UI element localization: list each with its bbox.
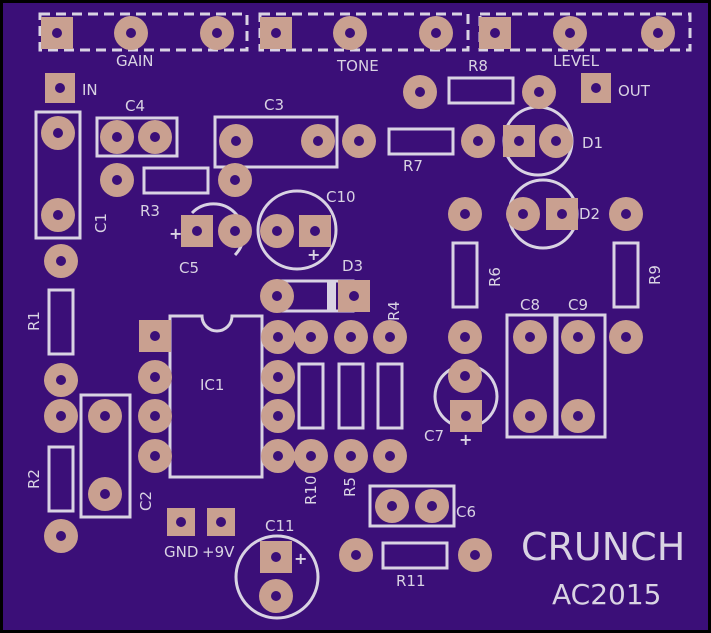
r8-label: R8 bbox=[468, 57, 488, 75]
r6-label: R6 bbox=[486, 267, 504, 287]
c4-outline bbox=[95, 116, 179, 158]
c5-label: C5 bbox=[179, 259, 199, 277]
gain-label: GAIN bbox=[116, 52, 154, 70]
c4-label: C4 bbox=[125, 97, 145, 115]
r10-label: R10 bbox=[302, 475, 320, 505]
r8-outline bbox=[447, 76, 515, 105]
r9-outline bbox=[612, 241, 640, 309]
in-label: IN bbox=[82, 81, 98, 99]
c5-plus: + bbox=[169, 224, 182, 243]
out-label: OUT bbox=[618, 82, 651, 100]
r1-label: R1 bbox=[25, 311, 43, 331]
r4-outline bbox=[376, 362, 404, 430]
gain-pot-outline bbox=[38, 12, 249, 52]
ic1-outline bbox=[168, 314, 264, 479]
r5-outline bbox=[337, 362, 365, 430]
c8-label: C8 bbox=[520, 296, 540, 314]
level-label: LEVEL bbox=[553, 52, 600, 70]
c1-label: C1 bbox=[92, 213, 110, 233]
r1-outline bbox=[47, 288, 75, 356]
r5-label: R5 bbox=[341, 477, 359, 497]
r9-label: R9 bbox=[646, 265, 664, 285]
v9-label: +9V bbox=[202, 543, 235, 561]
r4-label: R4 bbox=[385, 301, 403, 321]
c11-outline bbox=[234, 534, 320, 620]
c2-label: C2 bbox=[137, 491, 155, 511]
c7-plus: + bbox=[459, 430, 472, 449]
c2-outline bbox=[79, 393, 132, 519]
c11-label: C11 bbox=[265, 517, 295, 535]
c7-label: C7 bbox=[424, 427, 444, 445]
c3-label: C3 bbox=[264, 96, 284, 114]
c3-outline bbox=[213, 115, 339, 169]
c6-outline bbox=[368, 484, 456, 528]
polarity-marks: + + + + bbox=[169, 224, 472, 568]
c11-plus: + bbox=[294, 549, 307, 568]
d3-cathode-band bbox=[327, 281, 336, 311]
r7-outline bbox=[387, 127, 455, 156]
d2-label: D2 bbox=[579, 205, 600, 223]
silkscreen-labels: GAIN TONE LEVEL IN OUT R8 C4 C3 D1 R7 R3… bbox=[25, 52, 664, 590]
d3-label: D3 bbox=[342, 257, 363, 275]
gnd-label: GND bbox=[164, 543, 198, 561]
c8-outline bbox=[505, 313, 557, 439]
r3-outline bbox=[142, 166, 210, 195]
r10-outline bbox=[297, 362, 325, 430]
r6-outline bbox=[451, 241, 479, 309]
c9-outline bbox=[555, 313, 607, 439]
board-year: AC2015 bbox=[552, 578, 661, 611]
board-title: CRUNCH bbox=[521, 525, 685, 569]
tone-label: TONE bbox=[336, 57, 379, 75]
c1-outline bbox=[34, 110, 82, 240]
r11-label: R11 bbox=[396, 572, 426, 590]
c9-label: C9 bbox=[568, 296, 588, 314]
c10-label: C10 bbox=[326, 188, 356, 206]
r3-label: R3 bbox=[140, 202, 160, 220]
r11-outline bbox=[381, 541, 449, 570]
c10-outline bbox=[256, 189, 338, 271]
drill-holes bbox=[52, 28, 663, 601]
c10-plus: + bbox=[307, 245, 320, 264]
r7-label: R7 bbox=[403, 157, 423, 175]
d1-label: D1 bbox=[582, 134, 603, 152]
r2-label: R2 bbox=[25, 469, 43, 489]
c6-label: C6 bbox=[456, 503, 476, 521]
ic1-label: IC1 bbox=[200, 376, 224, 394]
r2-outline bbox=[47, 445, 75, 513]
